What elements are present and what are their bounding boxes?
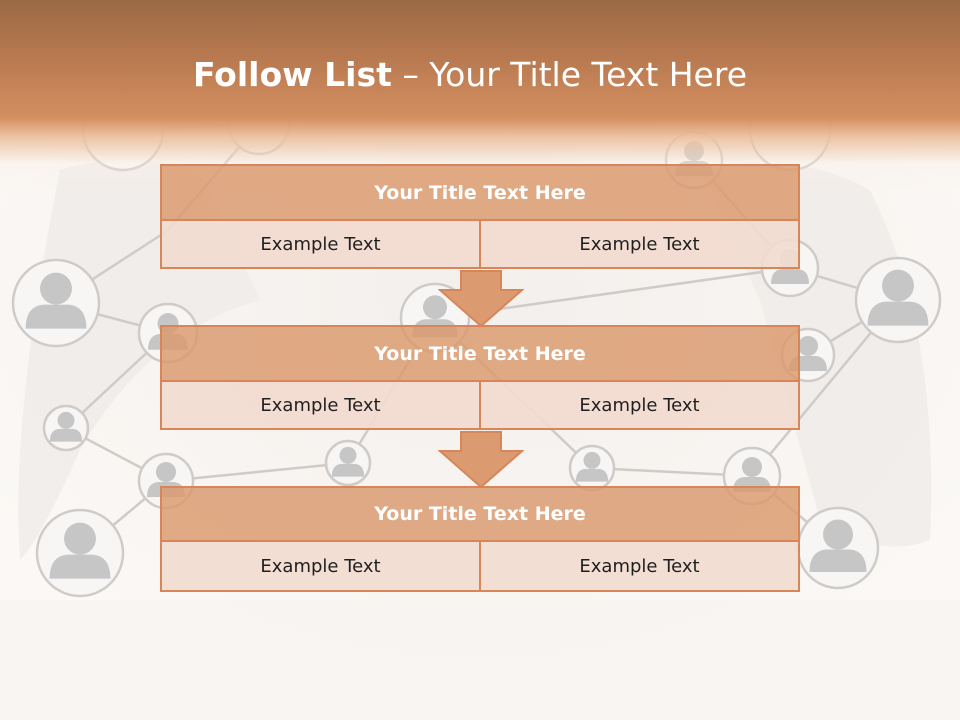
block-title: Your Title Text Here [160, 164, 800, 221]
slide-title-bold: Follow List [192, 55, 392, 94]
block-row: Example Text Example Text [160, 221, 800, 269]
block-cell-left: Example Text [160, 382, 481, 430]
block-cell-left: Example Text [160, 221, 481, 269]
block-cell-right: Example Text [481, 382, 800, 430]
down-arrow-icon [438, 431, 524, 489]
down-arrow-icon [438, 270, 524, 328]
block-title: Your Title Text Here [160, 486, 800, 542]
slide-title: Follow List – Your Title Text Here [0, 52, 940, 98]
block-cell-left: Example Text [160, 542, 481, 592]
block-row: Example Text Example Text [160, 542, 800, 592]
follow-block-1: Your Title Text Here Example Text Exampl… [160, 164, 800, 269]
follow-block-3: Your Title Text Here Example Text Exampl… [160, 486, 800, 592]
follow-block-2: Your Title Text Here Example Text Exampl… [160, 325, 800, 430]
slide-title-rest: – Your Title Text Here [402, 55, 748, 94]
block-title: Your Title Text Here [160, 325, 800, 382]
block-cell-right: Example Text [481, 221, 800, 269]
block-cell-right: Example Text [481, 542, 800, 592]
block-row: Example Text Example Text [160, 382, 800, 430]
title-banner [0, 0, 960, 190]
